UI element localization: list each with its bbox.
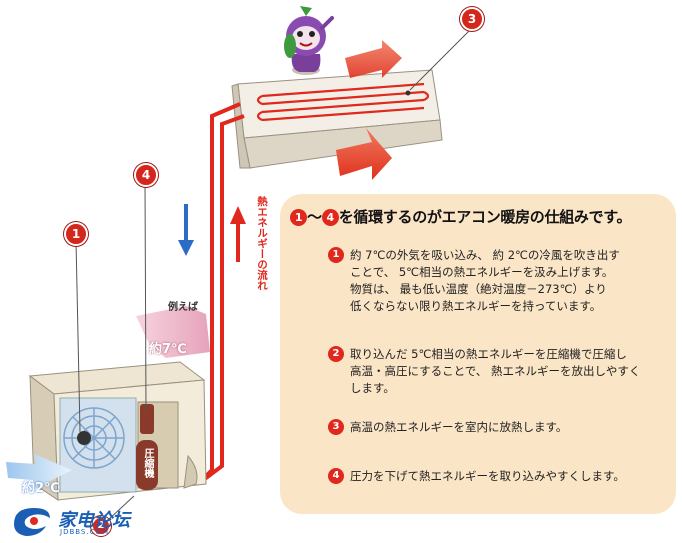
example-label: 例えば [168, 302, 198, 313]
watermark-swirl-icon [14, 508, 50, 536]
energy-flow-arrow [230, 206, 246, 262]
explanation-panel [280, 194, 676, 514]
intake-temperature-label: 約7℃ [149, 342, 187, 357]
step-4-text: 圧力を下げて熱エネルギーを取り込みやすくします。 [350, 469, 625, 483]
step-1-badge: 1 [328, 247, 344, 263]
headline-badge-start: 1 [290, 209, 307, 226]
warm-air-intake-arrow [345, 40, 402, 78]
cold-air-outflow-arrow [6, 454, 72, 490]
mascot-character [284, 6, 334, 75]
marker-4-pipe: 4 [134, 163, 158, 187]
marker-1-outdoor-fan: 1 [64, 222, 88, 246]
headline-badge-end: 4 [321, 209, 339, 226]
step-2: 2 取り込んだ 5℃相当の熱エネルギーを圧縮機で圧縮し 高温・高圧にすることで、… [328, 346, 641, 397]
step-4-badge: 4 [328, 468, 344, 484]
energy-flow-label: 熱エネルギーの流れ [256, 196, 268, 291]
step-3-text: 高温の熱エネルギーを室内に放熱します。 [350, 420, 568, 434]
outside-air-intake-arrow [136, 306, 210, 358]
outlet-temperature-label: 約2℃ [22, 481, 60, 496]
watermark-subtext: JDBBS.COM [60, 528, 110, 536]
compressor-label: 圧縮機 [142, 448, 153, 478]
step-1: 1 約 7℃の外気を吸い込み、 約 2℃の冷風を吹き出す ことで、 5℃相当の熱… [328, 247, 620, 315]
step-3: 3 高温の熱エネルギーを室内に放熱します。 [328, 419, 568, 436]
headline-text: を循環するのがエアコン暖房の仕組みです。 [338, 208, 632, 226]
warm-air-outflow-arrow [336, 128, 392, 180]
watermark-text: 家电论坛 [58, 510, 130, 531]
step-2-text: 取り込んだ 5℃相当の熱エネルギーを圧縮機で圧縮し 高温・高圧にすることで、 熱… [350, 347, 641, 395]
cold-flow-arrow [178, 204, 194, 256]
step-2-badge: 2 [328, 346, 344, 362]
headline-connector: 〜 [307, 208, 322, 226]
step-4: 4 圧力を下げて熱エネルギーを取り込みやすくします。 [328, 468, 625, 485]
marker-3-indoor-unit: 3 [460, 7, 484, 31]
step-3-badge: 3 [328, 419, 344, 435]
marker-2-compressor: 2 [91, 516, 111, 536]
step-1-text: 約 7℃の外気を吸い込み、 約 2℃の冷風を吹き出す ことで、 5℃相当の熱エネ… [350, 248, 620, 313]
watermark-logo: 家电论坛 JDBBS.COM [10, 504, 160, 540]
marker-leader-lines [75, 27, 473, 521]
outdoor-unit [28, 361, 207, 501]
